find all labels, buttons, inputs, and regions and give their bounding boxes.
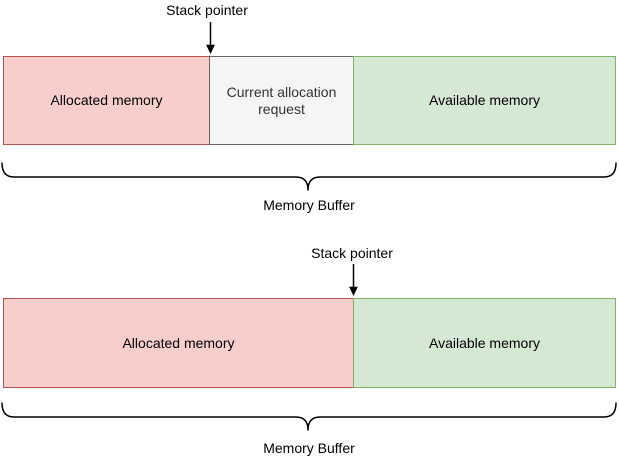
arrow-down-icon xyxy=(206,22,215,54)
underbrace-icon xyxy=(1,162,617,191)
current-allocation-request-segment: Current allocation request xyxy=(209,56,354,145)
available-memory-label: Available memory xyxy=(428,92,540,108)
stack-pointer-label-top: Stack pointer xyxy=(166,2,248,18)
available-memory-label: Available memory xyxy=(428,334,540,351)
allocated-memory-label: Allocated memory xyxy=(50,92,163,108)
current-allocation-request-label: Current allocation request xyxy=(226,83,337,117)
underbrace-icon xyxy=(1,402,617,431)
allocated-memory-segment: Allocated memory xyxy=(3,56,210,145)
allocated-memory-label: Allocated memory xyxy=(122,334,235,351)
memory-buffer-label-top: Memory Buffer xyxy=(263,197,355,213)
memory-bar-top: Allocated memory Current allocation requ… xyxy=(3,56,616,145)
available-memory-segment: Available memory xyxy=(353,56,616,145)
available-memory-segment: Available memory xyxy=(353,298,616,388)
stack-pointer-label-bottom: Stack pointer xyxy=(311,245,393,261)
allocated-memory-segment: Allocated memory xyxy=(3,298,354,388)
memory-bar-bottom: Allocated memory Available memory xyxy=(3,298,616,388)
memory-buffer-label-bottom: Memory Buffer xyxy=(263,440,355,456)
arrow-down-icon xyxy=(349,264,358,296)
